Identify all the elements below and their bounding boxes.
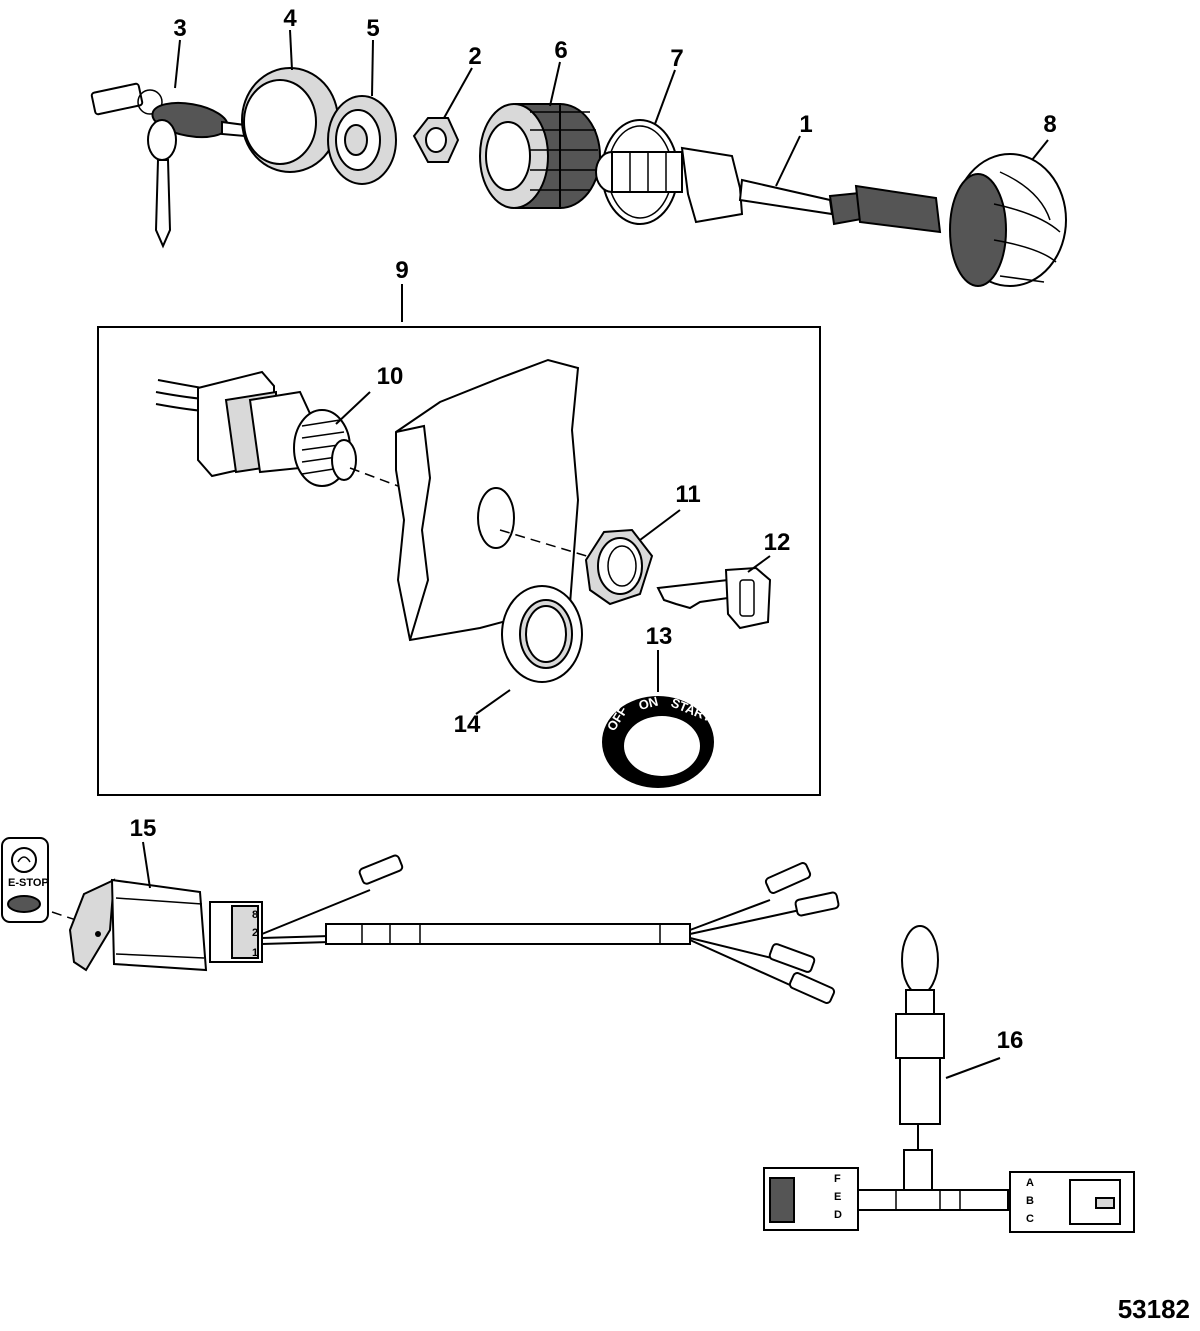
rocker-pin-1: 1	[252, 947, 258, 959]
leader-15	[142, 841, 151, 889]
leader-10	[335, 391, 371, 425]
left-pin-e: E	[834, 1191, 841, 1203]
hex-nut	[412, 117, 460, 163]
callout-4: 4	[283, 5, 297, 32]
estop-decal: E-STOP	[1, 837, 49, 923]
ignition-key	[656, 566, 772, 630]
leader-12	[747, 555, 771, 573]
right-pin-b: B	[1026, 1195, 1034, 1207]
callout-14: 14	[454, 711, 481, 738]
harness-plug-15: 8 2 1	[209, 901, 263, 963]
seal	[327, 95, 397, 185]
callout-7: 7	[670, 45, 683, 72]
dash-panel	[395, 358, 580, 642]
figure-id: 53182	[1118, 1294, 1190, 1324]
callout-11: 11	[675, 481, 700, 508]
callout-2: 2	[468, 43, 481, 70]
lanyard-harness-16	[857, 925, 1009, 1211]
callout-leaders-top	[174, 29, 1049, 322]
ignition-switch-body	[595, 146, 942, 234]
callout-9: 9	[395, 257, 408, 284]
callout-12: 12	[764, 529, 791, 556]
estop-text: E-STOP	[8, 877, 49, 889]
connector-right: A B C	[1009, 1171, 1135, 1233]
switch-with-wires	[155, 370, 357, 487]
callout-10: 10	[377, 363, 404, 390]
ignition-decal: OFF ON START	[602, 694, 714, 788]
leader-11	[639, 509, 681, 541]
callout-8: 8	[1043, 111, 1056, 138]
callout-13: 13	[646, 623, 673, 650]
decal-on-text: ON	[637, 694, 660, 713]
leader-16	[945, 1057, 1001, 1079]
right-pin-a: A	[1026, 1177, 1034, 1189]
callout-16: 16	[997, 1027, 1024, 1054]
inset-frame	[97, 326, 821, 796]
mounting-nut	[584, 528, 654, 606]
rocker-pin-2: 2	[252, 927, 258, 939]
callout-5: 5	[366, 15, 379, 42]
axis-dashed-right	[499, 529, 601, 561]
left-pin-d: D	[834, 1209, 842, 1221]
left-pin-f: F	[834, 1173, 841, 1185]
right-pin-c: C	[1026, 1213, 1034, 1225]
key-with-fob	[90, 82, 269, 249]
leader-14	[475, 689, 511, 715]
axis-dashed-left	[349, 467, 399, 487]
connector-left: F E D	[763, 1167, 859, 1231]
callout-6: 6	[554, 37, 567, 64]
bezel	[241, 67, 339, 173]
rocker-switch	[68, 878, 208, 972]
boot-cap	[949, 153, 1067, 287]
axis-dashed-estop	[51, 911, 83, 923]
rocker-pin-8: 8	[252, 909, 258, 921]
callout-3: 3	[173, 15, 186, 42]
harness-wires-15	[261, 854, 840, 1004]
callout-15: 15	[130, 815, 157, 842]
callout-1: 1	[799, 111, 812, 138]
switch-housing	[479, 103, 601, 209]
lock-washer	[501, 585, 583, 683]
